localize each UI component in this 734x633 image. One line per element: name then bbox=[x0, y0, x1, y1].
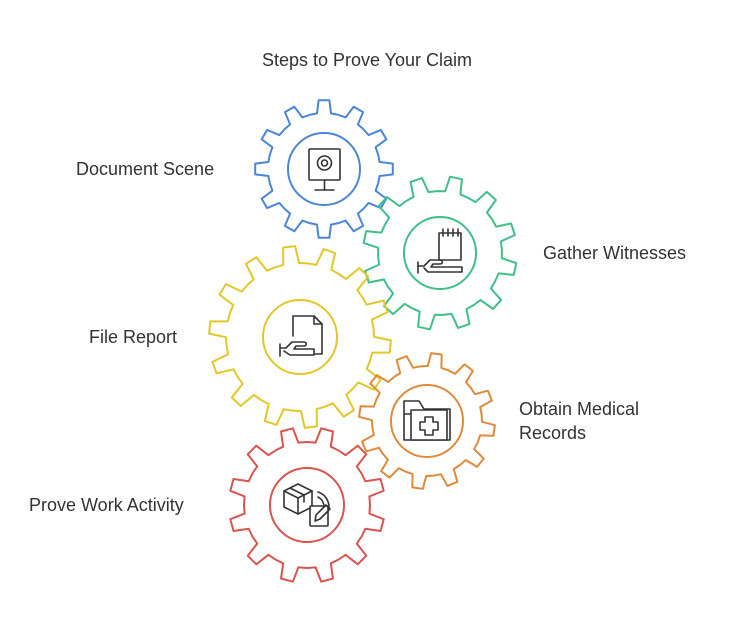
gear-file-report bbox=[208, 245, 392, 429]
gear-hub-gather-witnesses bbox=[403, 216, 477, 290]
package-edit-icon bbox=[283, 483, 331, 527]
gear-document-scene bbox=[254, 99, 394, 239]
document-hand-icon bbox=[279, 315, 323, 357]
gear-prove-work-activity bbox=[229, 427, 385, 583]
label-file-report: File Report bbox=[89, 327, 178, 347]
label-obtain-medical-records: Obtain Medical Records bbox=[519, 399, 640, 443]
security-camera-icon bbox=[308, 148, 341, 191]
diagram-title: Steps to Prove Your Claim bbox=[261, 50, 473, 70]
gear-hub-prove-work-activity bbox=[269, 467, 345, 543]
medical-folder-icon bbox=[403, 400, 451, 441]
gear-obtain-medical-records bbox=[358, 352, 496, 490]
gear-hub-file-report bbox=[262, 299, 338, 375]
label-gather-witnesses: Gather Witnesses bbox=[543, 243, 687, 263]
signed-notepad-icon bbox=[417, 228, 463, 274]
gear-gather-witnesses bbox=[362, 175, 518, 331]
label-document-scene: Document Scene bbox=[76, 159, 215, 179]
gear-hub-document-scene bbox=[287, 132, 361, 206]
gear-hub-obtain-medical-records bbox=[390, 384, 464, 458]
label-prove-work-activity: Prove Work Activity bbox=[29, 495, 184, 515]
